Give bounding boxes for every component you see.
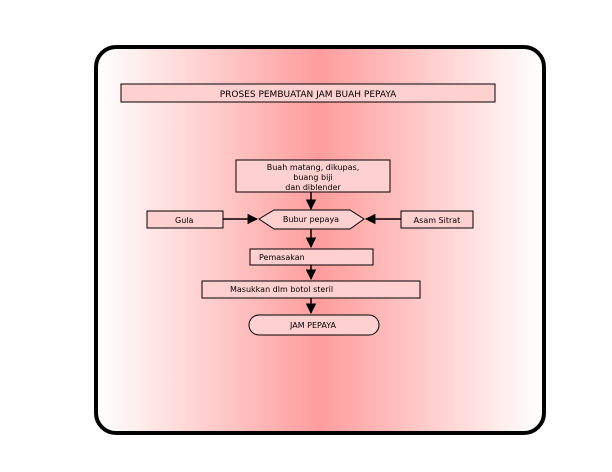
pulp-label: Bubur pepaya — [283, 215, 339, 224]
acid-label: Asam Sitrat — [414, 216, 461, 225]
product-label: JAM PEPAYA — [289, 321, 336, 330]
slide-frame — [94, 45, 546, 435]
diagram-title: PROSES PEMBUATAN JAM BUAH PEPAYA — [220, 90, 397, 100]
product-terminator — [248, 314, 380, 336]
input-box — [235, 159, 391, 193]
input-text-line-2: buang biji — [293, 173, 333, 182]
sugar-label: Gula — [175, 216, 193, 225]
input-text-line-3: dan diblender — [285, 183, 341, 192]
input-text-line-1: Buah matang, dikupas, — [267, 163, 360, 172]
title-box — [120, 83, 496, 103]
pulp-hexagon — [258, 209, 365, 230]
bottle-label: Masukkan dlm botol steril — [230, 285, 333, 294]
cook-label: Pemasakan — [259, 253, 305, 262]
